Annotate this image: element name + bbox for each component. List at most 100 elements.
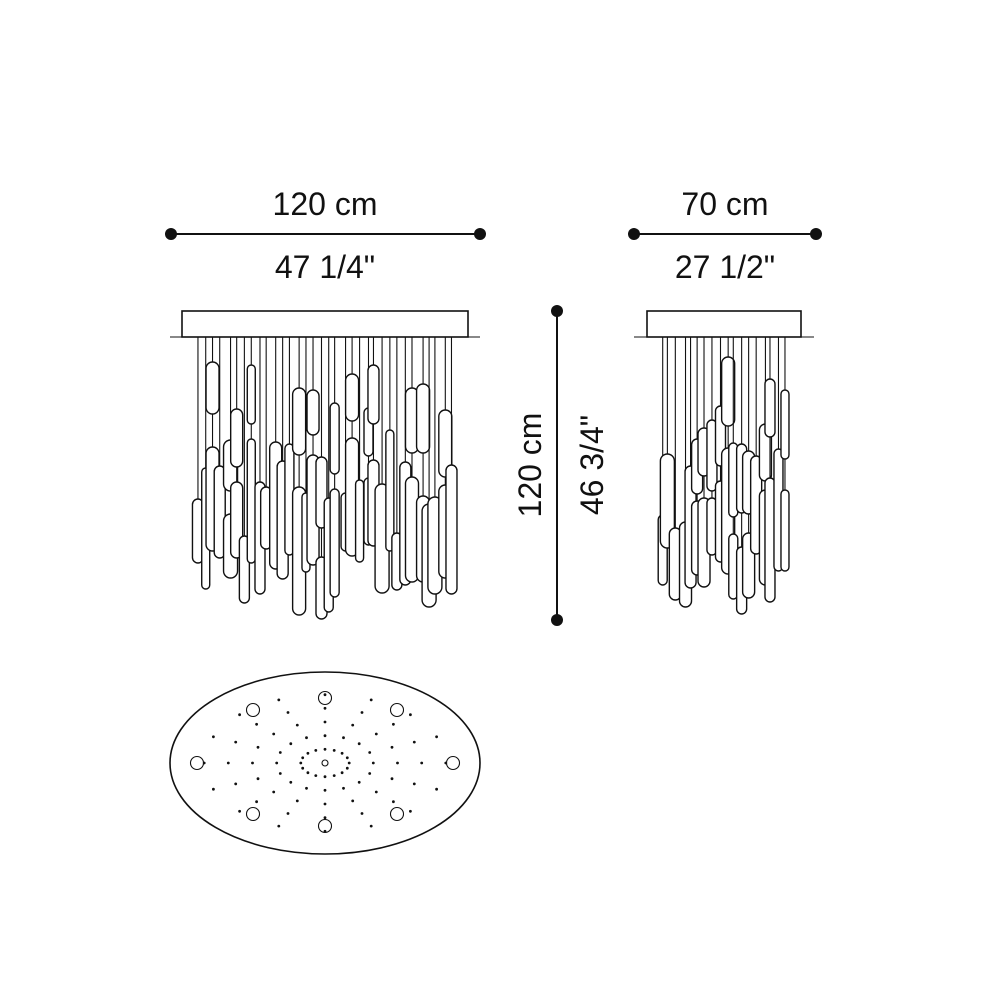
height-end-dot: [551, 614, 563, 626]
top-small-hole: [238, 713, 242, 717]
top-small-hole: [420, 761, 424, 765]
top-small-hole: [351, 799, 355, 803]
pendant-crystal: [415, 383, 431, 454]
pendant: [191, 337, 205, 564]
top-small-holes: [202, 693, 448, 833]
height-start-dot: [551, 305, 563, 317]
top-small-hole: [305, 736, 308, 740]
top-small-hole: [295, 723, 299, 727]
pendant-crystal: [246, 364, 256, 425]
top-small-hole: [392, 722, 395, 726]
top-small-hole: [255, 800, 258, 804]
pendant-crystal: [306, 389, 320, 436]
pendant: [385, 337, 395, 552]
top-small-hole: [340, 771, 344, 775]
top-small-hole: [342, 786, 345, 790]
top-small-hole: [390, 777, 394, 781]
pendant: [259, 337, 273, 550]
pendant-crystal: [344, 373, 360, 422]
pendant: [445, 337, 458, 595]
top-small-hole: [234, 782, 238, 786]
top-small-hole: [347, 761, 351, 765]
top-small-hole: [306, 771, 310, 775]
top-small-hole: [323, 775, 327, 779]
pendant: [728, 337, 739, 600]
top-small-hole: [255, 722, 258, 726]
top-small-hole: [323, 693, 327, 697]
top-small-hole: [351, 723, 355, 727]
pendant: [764, 337, 776, 603]
top-view-oval-canopy: [169, 671, 481, 855]
top-large-hole: [245, 806, 261, 822]
top-small-hole: [412, 740, 416, 744]
side-width-cm-label: 70 cm: [681, 186, 768, 222]
top-small-hole: [342, 736, 345, 740]
top-small-hole: [256, 777, 260, 781]
top-small-hole: [435, 735, 438, 739]
top-small-hole: [323, 802, 327, 806]
pendant: [229, 337, 244, 559]
top-small-hole: [251, 761, 254, 765]
top-small-hole: [305, 786, 308, 790]
top-small-hole: [256, 745, 260, 749]
pendant-crystal: [246, 438, 256, 564]
pendant-crystal: [205, 361, 220, 415]
top-small-hole: [390, 745, 394, 749]
top-large-hole: [445, 755, 461, 771]
top-view: [169, 671, 481, 855]
pendant: [404, 337, 420, 583]
height-cm-label: 120 cm: [512, 413, 548, 518]
pendant-crystal: [329, 402, 340, 475]
side-width-dimension: 70 cm 27 1/2": [628, 186, 822, 285]
top-large-holes: [189, 690, 461, 834]
pendant-crystal: [445, 464, 458, 595]
pendant-crystal: [291, 387, 307, 456]
top-small-hole: [368, 751, 372, 754]
top-small-hole: [332, 774, 336, 777]
side-width-end-dot: [810, 228, 822, 240]
pendant: [344, 337, 360, 557]
top-small-hole: [374, 732, 378, 736]
pendant-crystal: [354, 479, 365, 563]
side-width-in-label: 27 1/2": [675, 249, 775, 285]
pendant: [659, 337, 676, 549]
top-small-hole: [396, 761, 399, 765]
top-small-hole: [332, 749, 336, 752]
pendant-crystal: [213, 465, 226, 559]
top-small-hole: [289, 742, 293, 746]
top-small-hole: [360, 711, 364, 714]
top-small-hole: [409, 809, 412, 813]
pendant-crystal: [720, 356, 736, 427]
top-small-hole: [301, 766, 305, 770]
height-dimension: 120 cm 46 3/4": [512, 305, 610, 626]
pendant: [254, 337, 266, 595]
top-small-hole: [278, 751, 282, 754]
top-small-hole: [277, 698, 281, 702]
top-small-hole: [435, 787, 438, 791]
top-small-hole: [286, 711, 290, 714]
top-small-hole: [278, 772, 282, 775]
top-small-hole: [323, 788, 327, 792]
top-center-hole: [321, 759, 329, 767]
top-small-hole: [323, 734, 327, 738]
top-small-hole: [286, 812, 290, 815]
top-small-hole: [314, 774, 318, 777]
top-small-hole: [323, 706, 327, 710]
pendant-crystal: [385, 429, 395, 552]
top-small-hole: [412, 782, 416, 786]
top-small-hole: [357, 780, 361, 784]
top-large-hole: [189, 755, 205, 771]
front-width-cm-label: 120 cm: [273, 186, 378, 222]
top-small-hole: [272, 790, 276, 794]
top-small-hole: [392, 800, 395, 804]
top-small-hole: [371, 761, 375, 765]
top-small-hole: [306, 751, 310, 755]
side-pendants: [657, 337, 790, 615]
top-small-hole: [323, 747, 327, 751]
top-small-hole: [345, 756, 349, 760]
pendant-crystal: [780, 389, 790, 460]
pendant-crystal: [659, 453, 676, 549]
top-small-hole: [212, 735, 215, 739]
pendant: [367, 337, 380, 547]
top-small-hole: [323, 720, 327, 724]
